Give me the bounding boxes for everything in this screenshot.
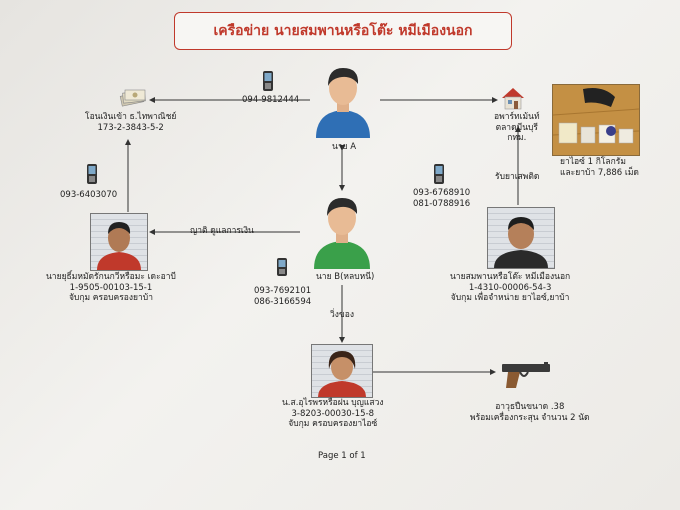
seized-drugs-line-2: และยาบ้า 7,886 เม็ด xyxy=(560,167,639,178)
apartment-line-2: ตลาดมีนบุรี xyxy=(495,122,538,133)
handgun-icon xyxy=(502,362,550,388)
apartment: อพาร์ทเม้นท์ ตลาดมีนบุรี กทม. xyxy=(494,112,540,144)
errand-label: วิ่งของ xyxy=(330,310,354,320)
phone-right-line-1: 093-6768910 xyxy=(413,188,471,198)
seized-drugs: ยาไอซ์ 1 กิโลกรัม และยาบ้า 7,886 เม็ด xyxy=(560,157,639,178)
suspect-left-id: 1-9505-00103-15-1 xyxy=(69,282,153,293)
suspect-right-charge: จับกุม เพื่อจำหน่าย ยาไอซ์,ยาบ้า xyxy=(450,293,570,303)
suspect-right-name: นายสมพานหรือโต๊ะ หมีเมืองนอก xyxy=(450,272,571,282)
mobile-phone-icon xyxy=(263,71,273,91)
suspect-bottom-info: น.ส.อุไรพรหรือฝน บุญแสวง 3-8203-00030-15… xyxy=(282,398,384,430)
person-b-phone-2: 086-3166594 xyxy=(254,296,312,307)
gun-info: อาวุธปืนขนาด .38 พร้อมเครื่องกระสุน จำนว… xyxy=(470,402,590,423)
person-b-label: นาย B(หลบหนี) xyxy=(316,272,375,282)
person-a-label: นาย A xyxy=(332,142,357,152)
person-b-avatar xyxy=(314,198,370,269)
seized-drugs-photo xyxy=(552,84,640,156)
bank-transfer: โอนเงินเข้า ธ.ไทพาณิชย์ 173-2-3843-5-2 xyxy=(85,112,176,133)
person-b-phone-1: 093-7692101 xyxy=(254,286,312,296)
gun-line-2: พร้อมเครื่องกระสุน จำนวน 2 นัด xyxy=(470,412,590,423)
mobile-phone-icon xyxy=(434,164,444,184)
suspect-bottom-id: 3-8203-00030-15-8 xyxy=(291,408,375,419)
page-title: เครือข่าย นายสมพานหรือโต๊ะ หมีเมืองนอก xyxy=(174,12,512,50)
seized-drugs-line-1: ยาไอซ์ 1 กิโลกรัม xyxy=(560,157,626,167)
suspect-bottom-photo xyxy=(311,344,373,398)
apartment-line-3: กทม. xyxy=(507,133,527,143)
suspect-bottom-name: น.ส.อุไรพรหรือฝน บุญแสวง xyxy=(282,398,384,408)
suspect-right-info: นายสมพานหรือโต๊ะ หมีเมืองนอก 1-4310-0000… xyxy=(450,272,570,304)
suspect-right-id: 1-4310-00006-54-3 xyxy=(468,282,552,293)
suspect-left-photo xyxy=(90,213,148,271)
page-number: Page 1 of 1 xyxy=(318,451,366,461)
suspect-bottom-charge: จับกุม ครอบครองยาไอซ์ xyxy=(288,419,378,429)
bank-transfer-account: 173-2-3843-5-2 xyxy=(97,122,164,133)
suspect-left-name: นายยุธิ์มหมัดรักนกวีหรือมะ เดะอาบี xyxy=(46,272,176,282)
phone-right-line-2: 081-0788916 xyxy=(413,198,471,209)
phone-a-top: 094-9812444 xyxy=(242,95,300,105)
mobile-phone-icon xyxy=(277,258,287,276)
receive-drugs-label: รับยาเสพติด xyxy=(495,172,540,182)
house-icon xyxy=(502,88,524,110)
apartment-line-1: อพาร์ทเม้นท์ xyxy=(494,112,540,122)
person-a-avatar xyxy=(316,68,370,138)
suspect-left-info: นายยุธิ์มหมัดรักนกวีหรือมะ เดะอาบี 1-950… xyxy=(46,272,176,304)
person-b-phones: 093-7692101 086-3166594 xyxy=(254,286,311,307)
phone-left: 093-6403070 xyxy=(60,190,118,200)
suspect-left-charge: จับกุม ครอบครองยาบ้า xyxy=(68,293,153,303)
suspect-right-photo xyxy=(487,207,555,269)
relative-label: ญาติ ดูแลการเงิน xyxy=(190,226,254,236)
money-stack-icon xyxy=(119,89,146,107)
phone-right: 093-6768910 081-0788916 xyxy=(413,188,470,209)
bank-transfer-line-1: โอนเงินเข้า ธ.ไทพาณิชย์ xyxy=(85,112,177,122)
mobile-phone-icon xyxy=(87,164,97,184)
gun-line-1: อาวุธปืนขนาด .38 xyxy=(495,402,565,412)
